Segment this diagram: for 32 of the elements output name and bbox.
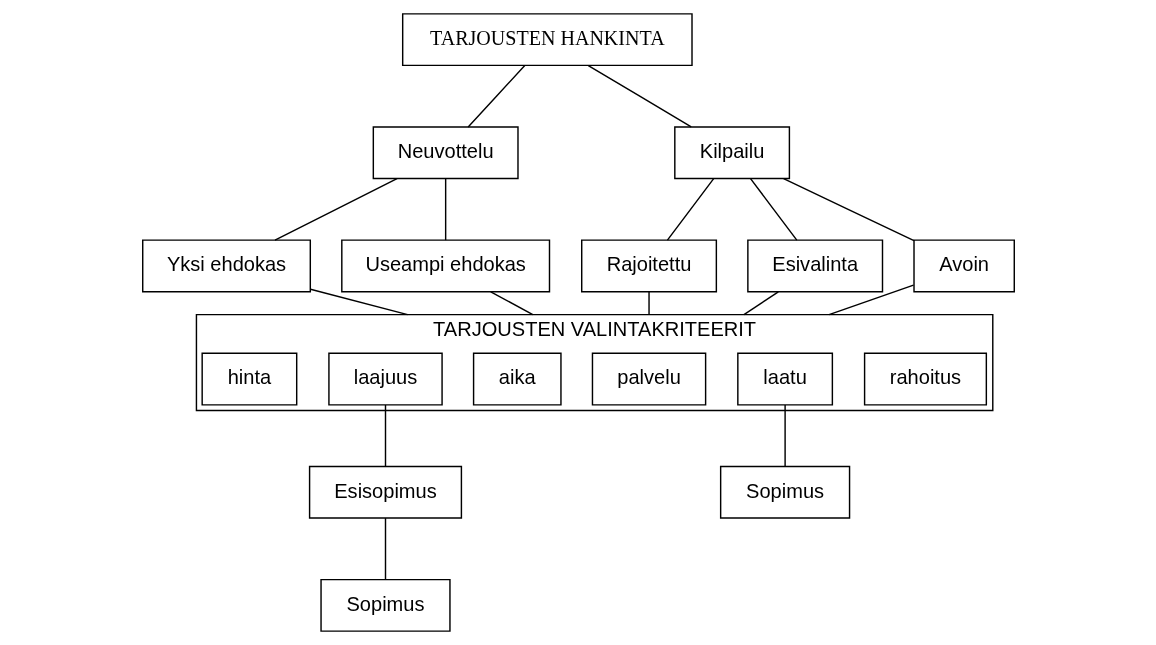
node-box: Avoin	[912, 239, 1015, 293]
connector	[782, 177, 915, 242]
connector	[827, 284, 914, 316]
node-box: rahoitus	[863, 352, 987, 406]
connector	[749, 177, 797, 241]
connector	[666, 177, 714, 241]
connector	[309, 288, 408, 316]
node-box: palvelu	[591, 352, 706, 406]
node-box: aika	[472, 352, 562, 406]
connector	[489, 291, 534, 316]
node-box: Kilpailu	[673, 126, 790, 180]
connector	[466, 64, 525, 128]
node-box: laajuus	[327, 352, 443, 406]
node-box: TARJOUSTEN HANKINTA	[401, 13, 693, 67]
node-box: Rajoitettu	[580, 239, 717, 293]
node-box: Useampi ehdokas	[340, 239, 550, 293]
node-box: Esisopimus	[308, 465, 462, 519]
node-box: Yksi ehdokas	[141, 239, 311, 293]
connector	[273, 177, 398, 241]
node-box: Sopimus	[719, 465, 850, 519]
node-box: hinta	[200, 352, 297, 406]
connector	[783, 404, 786, 468]
node-box: Sopimus	[319, 578, 451, 632]
node-box: Neuvottelu	[372, 126, 519, 180]
connector	[444, 177, 446, 241]
connector	[384, 404, 386, 468]
connector	[587, 64, 692, 128]
connector	[742, 291, 779, 316]
node-box: laatu	[736, 352, 833, 406]
connector	[647, 291, 650, 316]
node-box: Esivalinta	[746, 239, 883, 293]
connector	[384, 517, 386, 581]
